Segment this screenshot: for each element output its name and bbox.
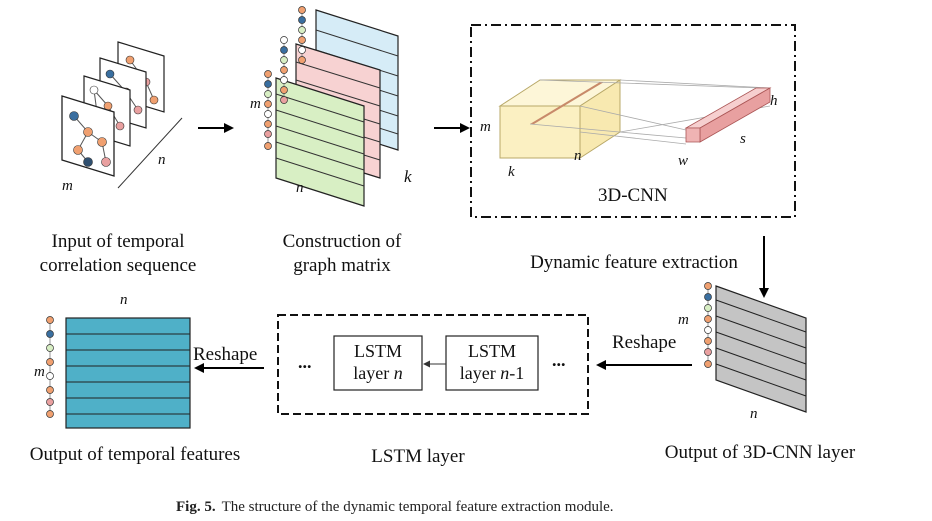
out-cnn-label: Output of 3D-CNN layer bbox=[665, 442, 856, 463]
out-temporal-label: Output of temporal features bbox=[30, 444, 241, 465]
input-sequence-graphic: m n bbox=[61, 41, 183, 194]
node-column-temporal-output bbox=[46, 316, 54, 418]
input-label-line1: Input of temporal bbox=[52, 231, 185, 252]
figure-caption-text: The structure of the dynamic temporal fe… bbox=[222, 499, 614, 515]
cnn-output-graphic: m n bbox=[678, 282, 807, 422]
node-column-mid bbox=[280, 36, 288, 104]
graph-label-line2: graph matrix bbox=[293, 255, 391, 276]
lstm-n1-line2: layer n-1 bbox=[460, 363, 524, 383]
var-m-cnn: m bbox=[480, 119, 491, 135]
dynamic-feature-label: Dynamic feature extraction bbox=[530, 252, 738, 273]
var-h-cnn: h bbox=[770, 93, 778, 109]
var-s-cnn: s bbox=[740, 131, 746, 147]
lstm-layer-n-box bbox=[333, 335, 423, 391]
node-column-front bbox=[264, 70, 272, 150]
var-m-cnn-output: m bbox=[678, 312, 689, 328]
node-column-cnn-output bbox=[704, 282, 712, 368]
cnn-title: 3D-CNN bbox=[598, 185, 668, 206]
lstm-n-line2: layer n bbox=[353, 363, 402, 383]
var-m-temporal: m bbox=[34, 364, 45, 380]
lstm-n1-line1: LSTM bbox=[468, 341, 516, 361]
var-k-graph: k bbox=[404, 167, 412, 186]
reshape-left-label: Reshape bbox=[193, 344, 257, 365]
reshape-right-label: Reshape bbox=[612, 332, 676, 353]
graph-slide bbox=[61, 95, 115, 177]
lstm-dots-left: ... bbox=[298, 352, 312, 372]
var-k-cnn: k bbox=[508, 164, 515, 180]
var-m-graph: m bbox=[250, 96, 261, 112]
var-n-temporal: n bbox=[120, 292, 128, 308]
var-n-cnn: n bbox=[574, 148, 582, 164]
var-n-input: n bbox=[158, 152, 166, 168]
figure-caption: Fig. 5. The structure of the dynamic temp… bbox=[176, 499, 614, 515]
lstm-layer-label: LSTM layer bbox=[371, 446, 465, 467]
cnn-block: m k n w s h 3D-CNN bbox=[470, 24, 796, 218]
sequence-axis bbox=[117, 117, 183, 189]
graph-label-line1: Construction of bbox=[283, 231, 402, 252]
input-label-line2: correlation sequence bbox=[40, 255, 197, 276]
temporal-output-graphic: n m bbox=[34, 292, 191, 429]
lstm-layer-n1-box bbox=[445, 335, 539, 391]
var-n-cnn-output: n bbox=[750, 406, 758, 422]
lstm-dots-right: ... bbox=[552, 350, 566, 370]
matrix-slice-green bbox=[275, 77, 365, 207]
var-n-graph: n bbox=[296, 180, 304, 196]
input-cube bbox=[498, 79, 622, 159]
var-w-cnn: w bbox=[678, 153, 688, 169]
kernel-bar bbox=[684, 87, 772, 143]
lstm-block: LSTM layer n LSTM layer n-1 ... ... bbox=[277, 314, 589, 415]
figure-number: Fig. 5. bbox=[176, 499, 216, 515]
var-m-input: m bbox=[62, 178, 73, 194]
graph-matrix-graphic: m n k bbox=[250, 6, 412, 207]
node-column-back bbox=[298, 6, 306, 64]
lstm-n-line1: LSTM bbox=[354, 341, 402, 361]
